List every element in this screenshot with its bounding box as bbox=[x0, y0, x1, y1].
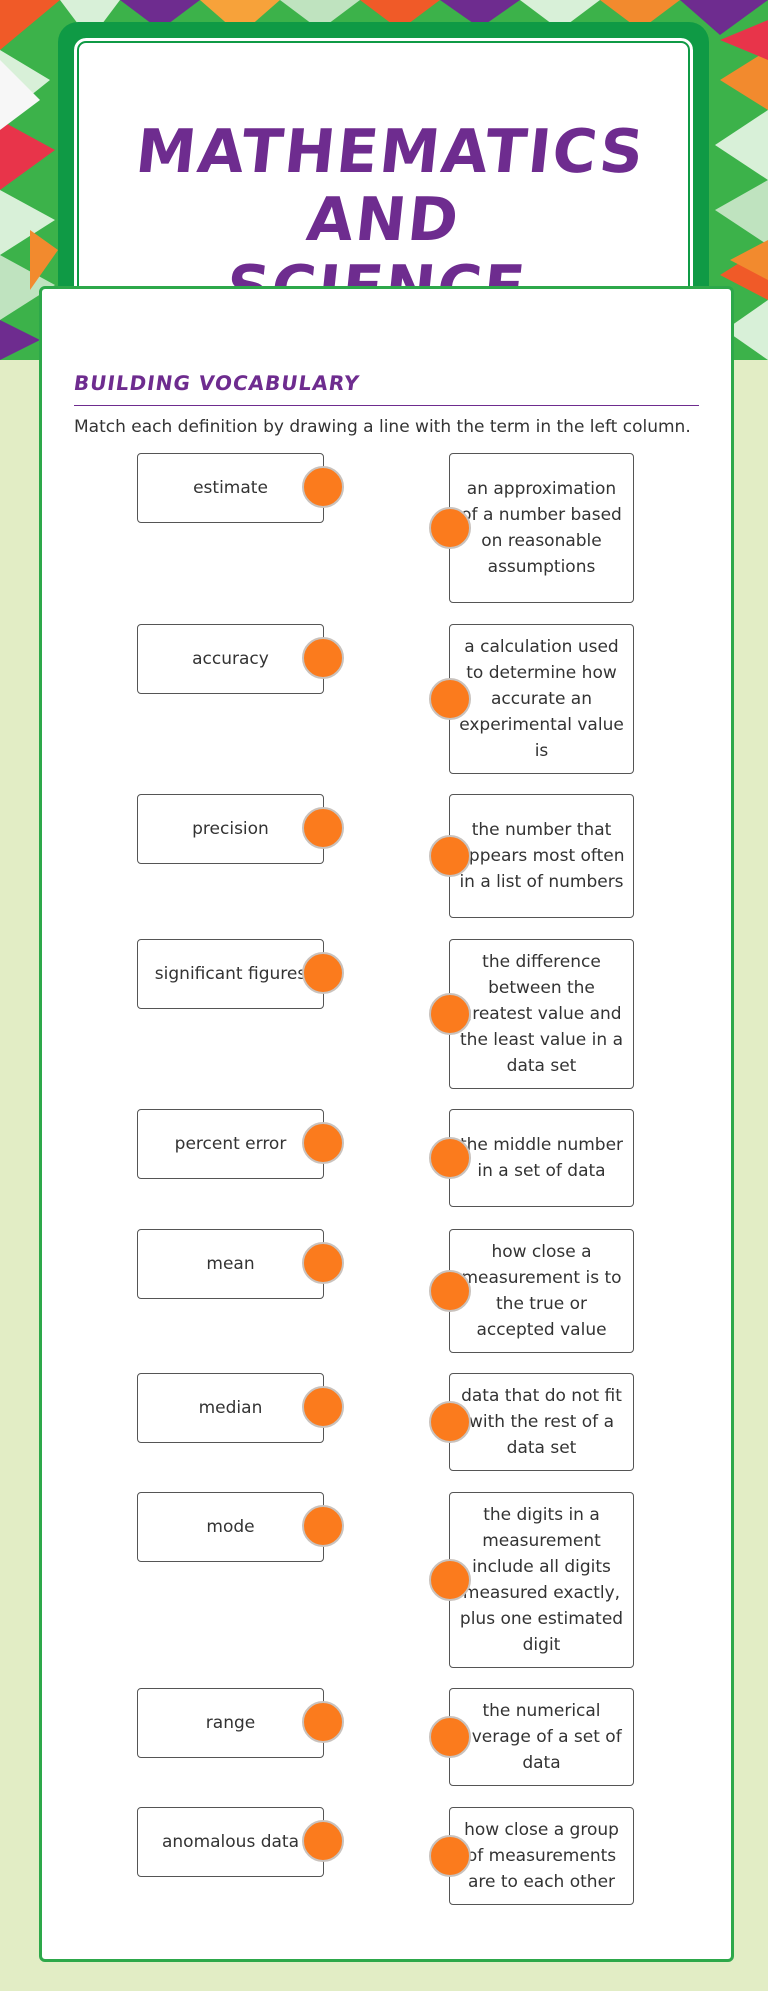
definition-text: how close a group of measurements are to… bbox=[464, 1820, 619, 1892]
definition-card: how close a measurement is to the true o… bbox=[429, 1229, 634, 1353]
term-connector-dot[interactable] bbox=[302, 1122, 344, 1164]
term-card: estimate bbox=[137, 453, 344, 523]
definition-card: the number that appears most often in a … bbox=[429, 794, 634, 918]
definition-connector-dot[interactable] bbox=[429, 835, 471, 877]
definition-card: the difference between the greatest valu… bbox=[429, 939, 634, 1089]
definition-text: the middle number in a set of data bbox=[459, 1135, 624, 1181]
title-card: Mathematics and Science bbox=[58, 22, 709, 323]
definition-card: a calculation used to determine how accu… bbox=[429, 624, 634, 774]
definition-text: the difference between the greatest valu… bbox=[460, 952, 623, 1076]
definition-text: a calculation used to determine how accu… bbox=[459, 637, 624, 761]
definition-connector-dot[interactable] bbox=[429, 1137, 471, 1179]
definition-connector-dot[interactable] bbox=[429, 1559, 471, 1601]
definition-text: the number that appears most often in a … bbox=[458, 820, 625, 892]
term-connector-dot[interactable] bbox=[302, 637, 344, 679]
definition-text: an approximation of a number based on re… bbox=[461, 479, 622, 577]
term-label: precision bbox=[192, 819, 269, 839]
definition-card: the numerical average of a set of data bbox=[429, 1688, 634, 1786]
term-label: mean bbox=[206, 1254, 255, 1274]
term-label: significant figures bbox=[154, 964, 307, 984]
definition-connector-dot[interactable] bbox=[429, 1270, 471, 1312]
definition-connector-dot[interactable] bbox=[429, 993, 471, 1035]
definition-text: data that do not fit with the rest of a … bbox=[461, 1386, 622, 1458]
term-label: anomalous data bbox=[161, 1832, 300, 1852]
term-card: median bbox=[137, 1373, 344, 1443]
term-label: range bbox=[205, 1713, 256, 1733]
definition-text: the digits in a measurement include all … bbox=[459, 1505, 624, 1655]
term-connector-dot[interactable] bbox=[302, 466, 344, 508]
term-card: range bbox=[137, 1688, 344, 1758]
term-connector-dot[interactable] bbox=[302, 1505, 344, 1547]
page-title-line-1: Mathematics and bbox=[132, 117, 649, 255]
definition-card: data that do not fit with the rest of a … bbox=[429, 1373, 634, 1471]
definition-card: how close a group of measurements are to… bbox=[429, 1807, 634, 1905]
term-label: estimate bbox=[193, 478, 268, 498]
term-connector-dot[interactable] bbox=[302, 1701, 344, 1743]
term-label: median bbox=[198, 1398, 263, 1418]
definition-text: the numerical average of a set of data bbox=[461, 1701, 622, 1773]
definition-card: the middle number in a set of data bbox=[429, 1109, 634, 1207]
term-card: accuracy bbox=[137, 624, 344, 694]
worksheet-panel: Building Vocabulary Match each definitio… bbox=[39, 286, 734, 1962]
definition-card: the digits in a measurement include all … bbox=[429, 1492, 634, 1668]
term-connector-dot[interactable] bbox=[302, 807, 344, 849]
title-card-inner: Mathematics and Science bbox=[72, 36, 695, 323]
term-card: precision bbox=[137, 794, 344, 864]
definition-connector-dot[interactable] bbox=[429, 678, 471, 720]
term-connector-dot[interactable] bbox=[302, 1386, 344, 1428]
definition-text: how close a measurement is to the true o… bbox=[461, 1242, 622, 1340]
term-card: mode bbox=[137, 1492, 344, 1562]
section-title: Building Vocabulary bbox=[72, 371, 362, 395]
term-card: significant figures bbox=[137, 939, 344, 1009]
term-connector-dot[interactable] bbox=[302, 1820, 344, 1862]
instructions-text: Match each definition by drawing a line … bbox=[74, 417, 691, 437]
term-connector-dot[interactable] bbox=[302, 1242, 344, 1284]
term-card: mean bbox=[137, 1229, 344, 1299]
term-label: percent error bbox=[174, 1134, 287, 1154]
definition-connector-dot[interactable] bbox=[429, 1401, 471, 1443]
definition-connector-dot[interactable] bbox=[429, 1716, 471, 1758]
definition-card: an approximation of a number based on re… bbox=[429, 453, 634, 603]
term-label: accuracy bbox=[192, 649, 269, 669]
term-card: percent error bbox=[137, 1109, 344, 1179]
section-divider bbox=[74, 405, 699, 406]
definition-connector-dot[interactable] bbox=[429, 1835, 471, 1877]
term-card: anomalous data bbox=[137, 1807, 344, 1877]
term-connector-dot[interactable] bbox=[302, 952, 344, 994]
term-label: mode bbox=[206, 1517, 255, 1537]
definition-connector-dot[interactable] bbox=[429, 507, 471, 549]
